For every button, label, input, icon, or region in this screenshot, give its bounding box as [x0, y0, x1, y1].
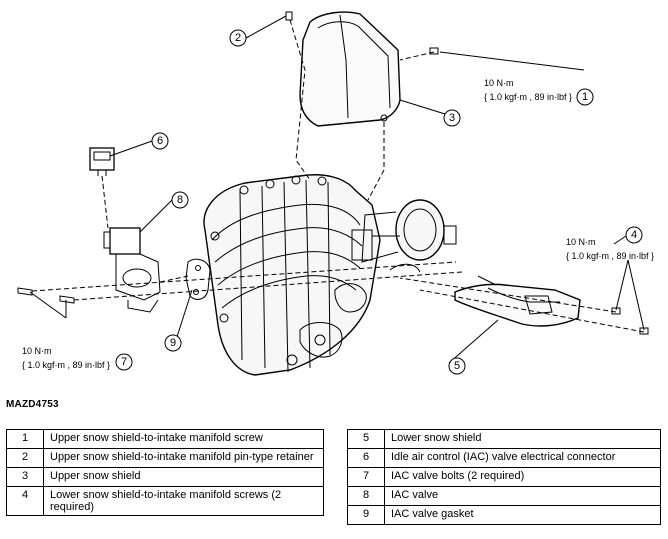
callout-6: 6 [151, 132, 169, 150]
legend-text: IAC valve bolts (2 required) [384, 467, 661, 487]
exploded-view-diagram: 1 10 N·m { 1.0 kgf·m , 89 in·lbf } 2 3 4… [17, 11, 654, 376]
callout-3: 3 [443, 109, 461, 127]
svg-text:6: 6 [157, 135, 163, 147]
legend-num: 8 [347, 486, 385, 506]
legend-text: Upper snow shield-to-intake manifold scr… [43, 429, 324, 449]
assembly-lines [31, 19, 645, 333]
svg-text:10 N·m: 10 N·m [484, 78, 514, 88]
legend-row: 6 Idle air control (IAC) valve electrica… [347, 448, 661, 468]
legend-num: 4 [6, 486, 44, 516]
svg-text:{ 1.0 kgf·m , 89 in·lbf }: { 1.0 kgf·m , 89 in·lbf } [484, 92, 572, 102]
legend-num: 6 [347, 448, 385, 468]
legend-row: 2 Upper snow shield-to-intake manifold p… [6, 448, 324, 468]
legend-table-left: 1 Upper snow shield-to-intake manifold s… [6, 429, 324, 516]
legend-row: 5 Lower snow shield [347, 429, 661, 449]
legend-text: Lower snow shield-to-intake manifold scr… [43, 486, 324, 516]
callout-2: 2 [229, 29, 247, 47]
lower-snow-shield [454, 275, 581, 327]
figure-id: MAZD4753 [6, 399, 59, 410]
svg-text:7: 7 [121, 356, 127, 368]
svg-text:9: 9 [170, 337, 176, 349]
svg-text:1: 1 [582, 91, 588, 103]
legend-text: Upper snow shield-to-intake manifold pin… [43, 448, 324, 468]
callout-9: 9 [164, 334, 182, 352]
legend-text: Upper snow shield [43, 467, 324, 487]
callout-5: 5 [448, 357, 466, 375]
svg-text:2: 2 [235, 32, 241, 44]
legend-text: IAC valve gasket [384, 505, 661, 525]
callout-8: 8 [171, 191, 189, 209]
iac-valve [103, 227, 161, 313]
callout-1: 1 10 N·m { 1.0 kgf·m , 89 in·lbf } [484, 78, 594, 106]
legend-row: 8 IAC valve [347, 486, 661, 506]
legend-row: 4 Lower snow shield-to-intake manifold s… [6, 486, 324, 516]
legend-row: 9 IAC valve gasket [347, 505, 661, 525]
legend-num: 9 [347, 505, 385, 525]
legend-text: Idle air control (IAC) valve electrical … [384, 448, 661, 468]
bolts [17, 11, 649, 335]
svg-text:10 N·m: 10 N·m [566, 237, 596, 247]
svg-text:8: 8 [177, 194, 183, 206]
svg-text:10 N·m: 10 N·m [22, 346, 52, 356]
leader-lines [29, 15, 645, 364]
legend-row: 3 Upper snow shield [6, 467, 324, 487]
iac-connector [89, 147, 115, 176]
legend-num: 5 [347, 429, 385, 449]
legend-row: 7 IAC valve bolts (2 required) [347, 467, 661, 487]
iac-gasket [185, 258, 211, 300]
callout-4: 4 10 N·m { 1.0 kgf·m , 89 in·lbf } [566, 226, 654, 261]
svg-text:4: 4 [631, 229, 637, 241]
legend-num: 7 [347, 467, 385, 487]
svg-text:{ 1.0 kgf·m , 89 in·lbf }: { 1.0 kgf·m , 89 in·lbf } [22, 360, 110, 370]
legend-num: 2 [6, 448, 44, 468]
svg-text:3: 3 [449, 112, 455, 124]
legend-num: 3 [6, 467, 44, 487]
intake-manifold [203, 174, 381, 376]
throttle-body [351, 199, 457, 273]
legend-text: Lower snow shield [384, 429, 661, 449]
legend-row: 1 Upper snow shield-to-intake manifold s… [6, 429, 324, 449]
legend-table-right: 5 Lower snow shield 6 Idle air control (… [347, 429, 661, 525]
callout-7: 7 10 N·m { 1.0 kgf·m , 89 in·lbf } [22, 346, 133, 371]
upper-snow-shield [299, 11, 401, 127]
svg-text:5: 5 [454, 360, 460, 372]
svg-text:{ 1.0 kgf·m , 89 in·lbf }: { 1.0 kgf·m , 89 in·lbf } [566, 251, 654, 261]
legend-text: IAC valve [384, 486, 661, 506]
legend-num: 1 [6, 429, 44, 449]
